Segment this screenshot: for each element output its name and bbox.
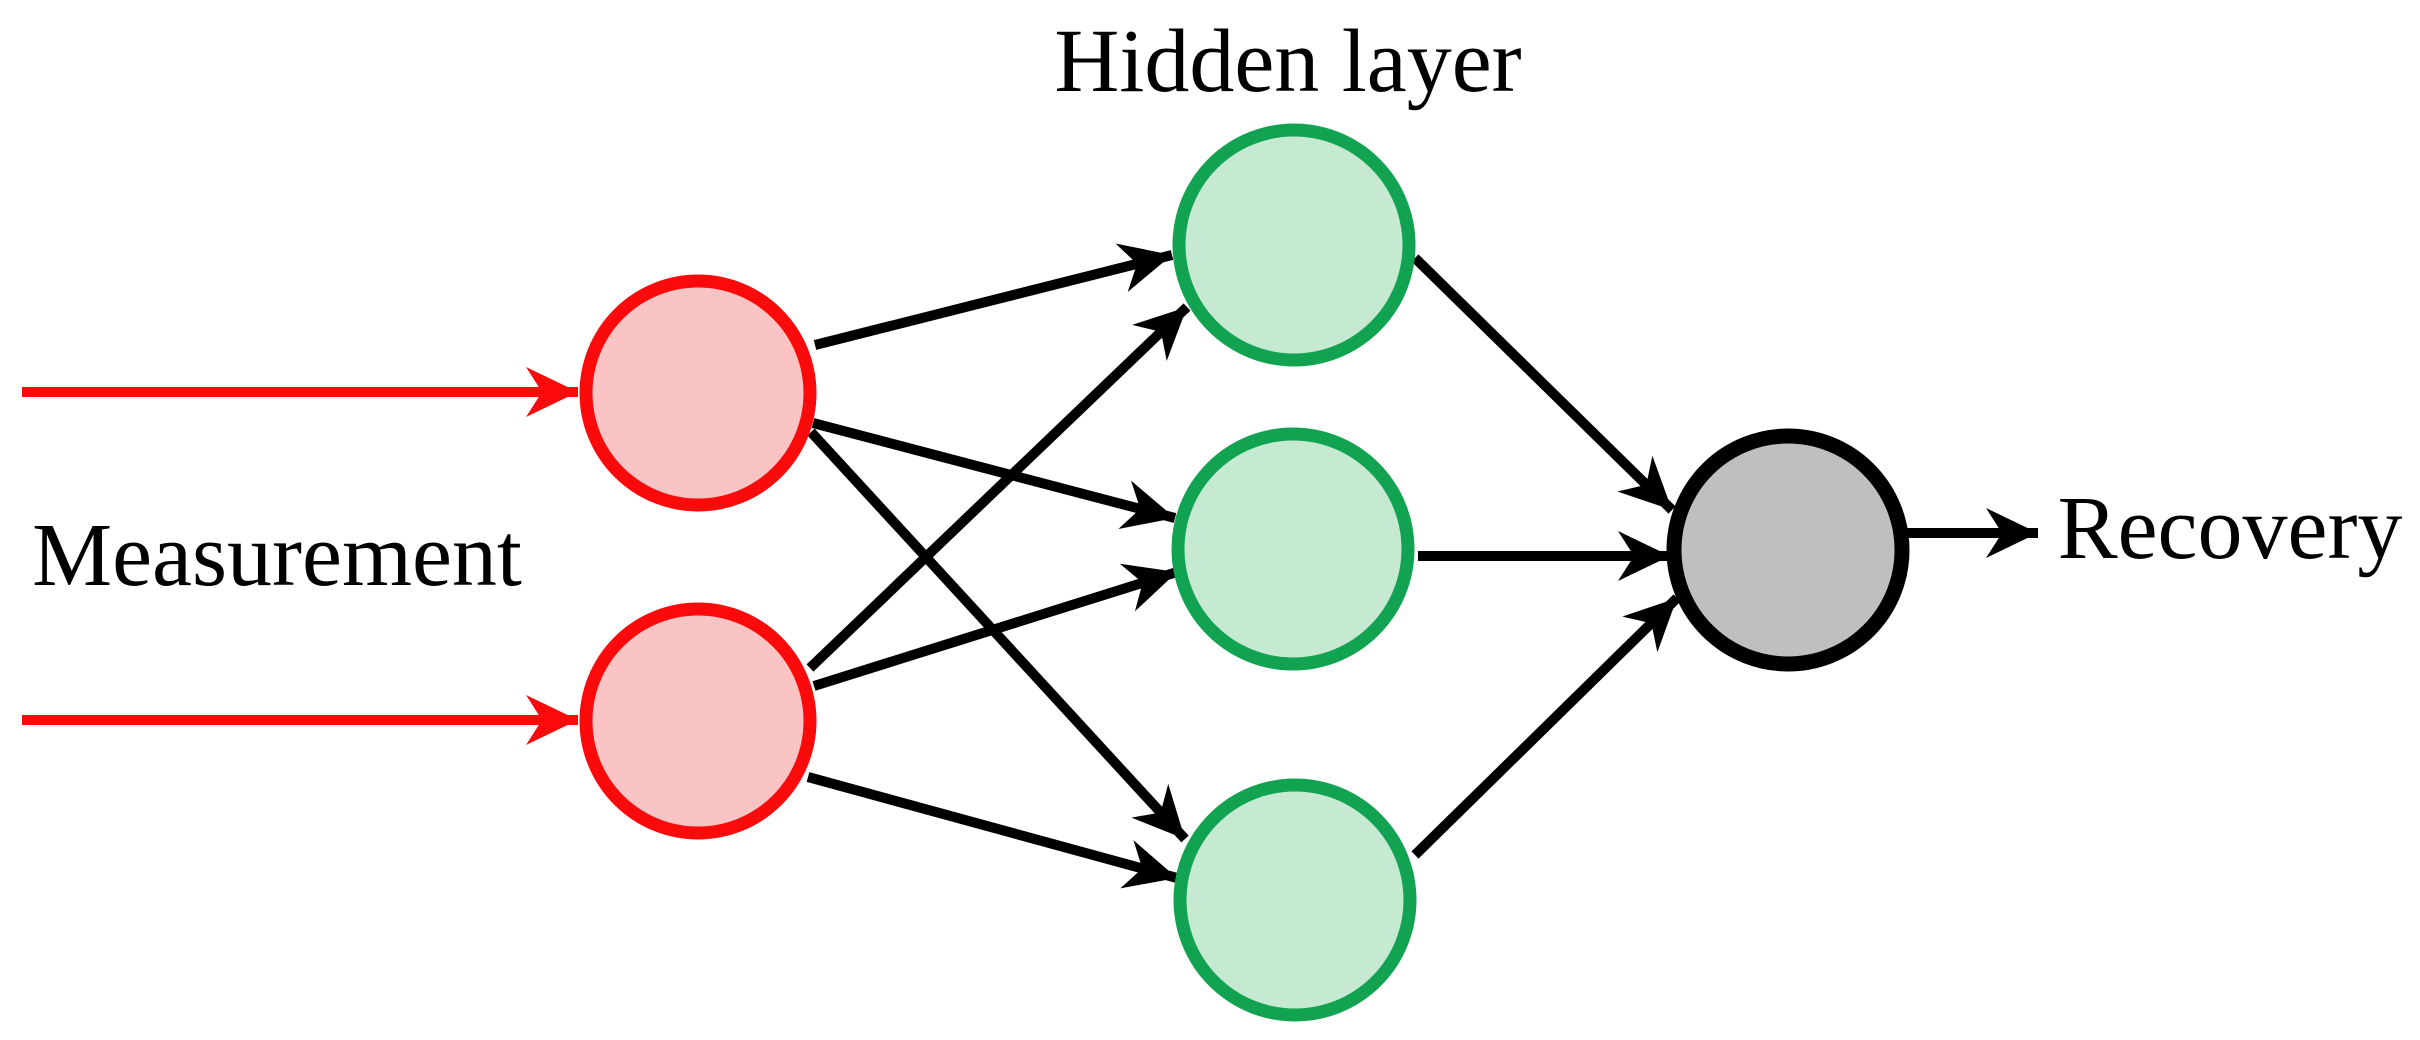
recovery-label: Recovery	[2057, 479, 2403, 578]
edge-input-1-to-hidden-2	[811, 418, 1177, 529]
hidden-layer-label: Hidden layer	[1054, 12, 1522, 111]
edge-input-1-to-hidden-3	[807, 428, 1189, 843]
edge-hidden-1-to-output-1	[1411, 254, 1676, 514]
node-output-1	[1666, 428, 1910, 672]
edge-input-2-to-hidden-3	[806, 772, 1179, 889]
edge-input-2-to-hidden-1	[806, 303, 1191, 672]
edge-input-1-to-hidden-1	[813, 243, 1174, 350]
edge-input-2-to-hidden-2	[812, 563, 1179, 691]
node-hidden-3	[1173, 778, 1417, 1022]
node-input-1	[579, 274, 817, 512]
node-input-2	[579, 602, 817, 840]
node-hidden-1	[1172, 123, 1416, 367]
measurement-label: Measurement	[32, 506, 522, 605]
node-hidden-2	[1171, 427, 1415, 671]
edge-hidden-3-to-output-1	[1411, 594, 1681, 859]
